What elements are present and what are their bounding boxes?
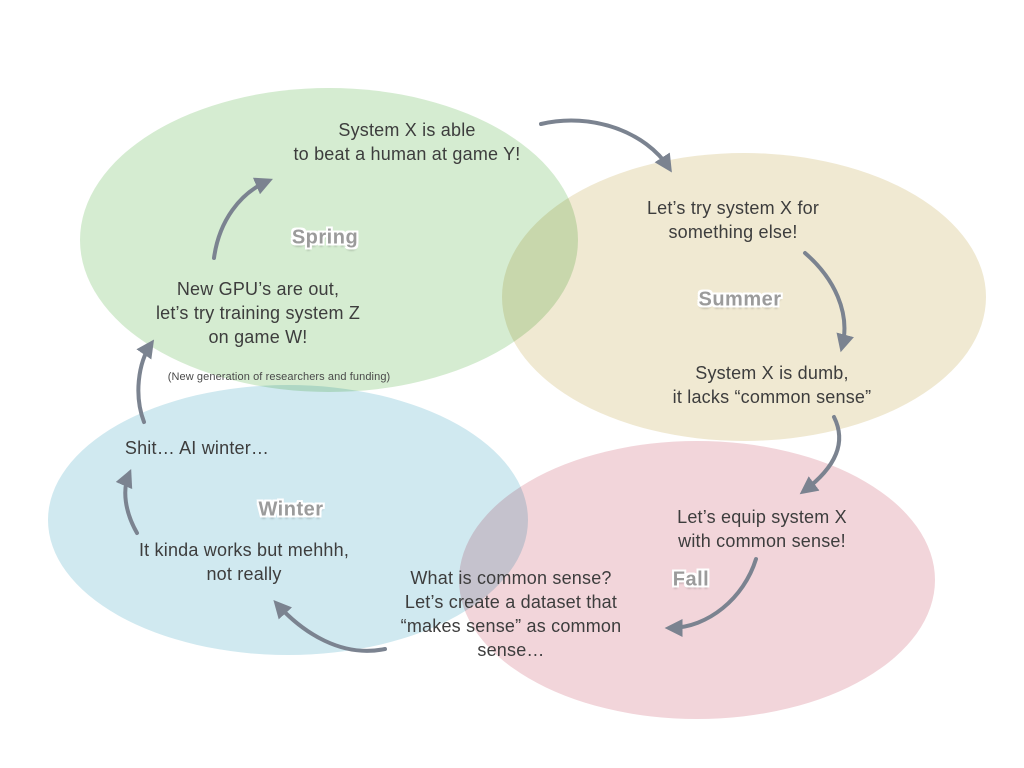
- spring-quote-new-gpus: New GPU’s are out, let’s try training sy…: [155, 279, 361, 347]
- season-label-winter: Winter: [258, 498, 324, 521]
- winter-quote-ai-winter: Shit… AI winter…: [124, 438, 270, 458]
- fall-quote-what-is-common-sense: What is common sense? Let’s create a dat…: [400, 568, 622, 660]
- season-label-summer: Summer: [698, 288, 782, 311]
- winter-quote-kinda-works: It kinda works but mehhh, not really: [138, 540, 350, 584]
- arrow-spring-to-summer: [539, 118, 672, 173]
- spring-ellipse: [80, 88, 578, 392]
- summer-quote-try-system-x: Let’s try system X for something else!: [646, 198, 820, 242]
- summer-quote-system-dumb: System X is dumb, it lacks “common sense…: [672, 363, 872, 407]
- season-label-fall: Fall: [672, 568, 710, 591]
- summer-ellipse: [502, 153, 986, 441]
- fall-quote-equip-system: Let’s equip system X with common sense!: [677, 507, 847, 551]
- season-label-spring: Spring: [291, 226, 359, 249]
- spring-quote-beat-human: System X is able to beat a human at game…: [293, 120, 521, 164]
- spring-note-new-generation: (New generation of researchers and fundi…: [167, 371, 391, 383]
